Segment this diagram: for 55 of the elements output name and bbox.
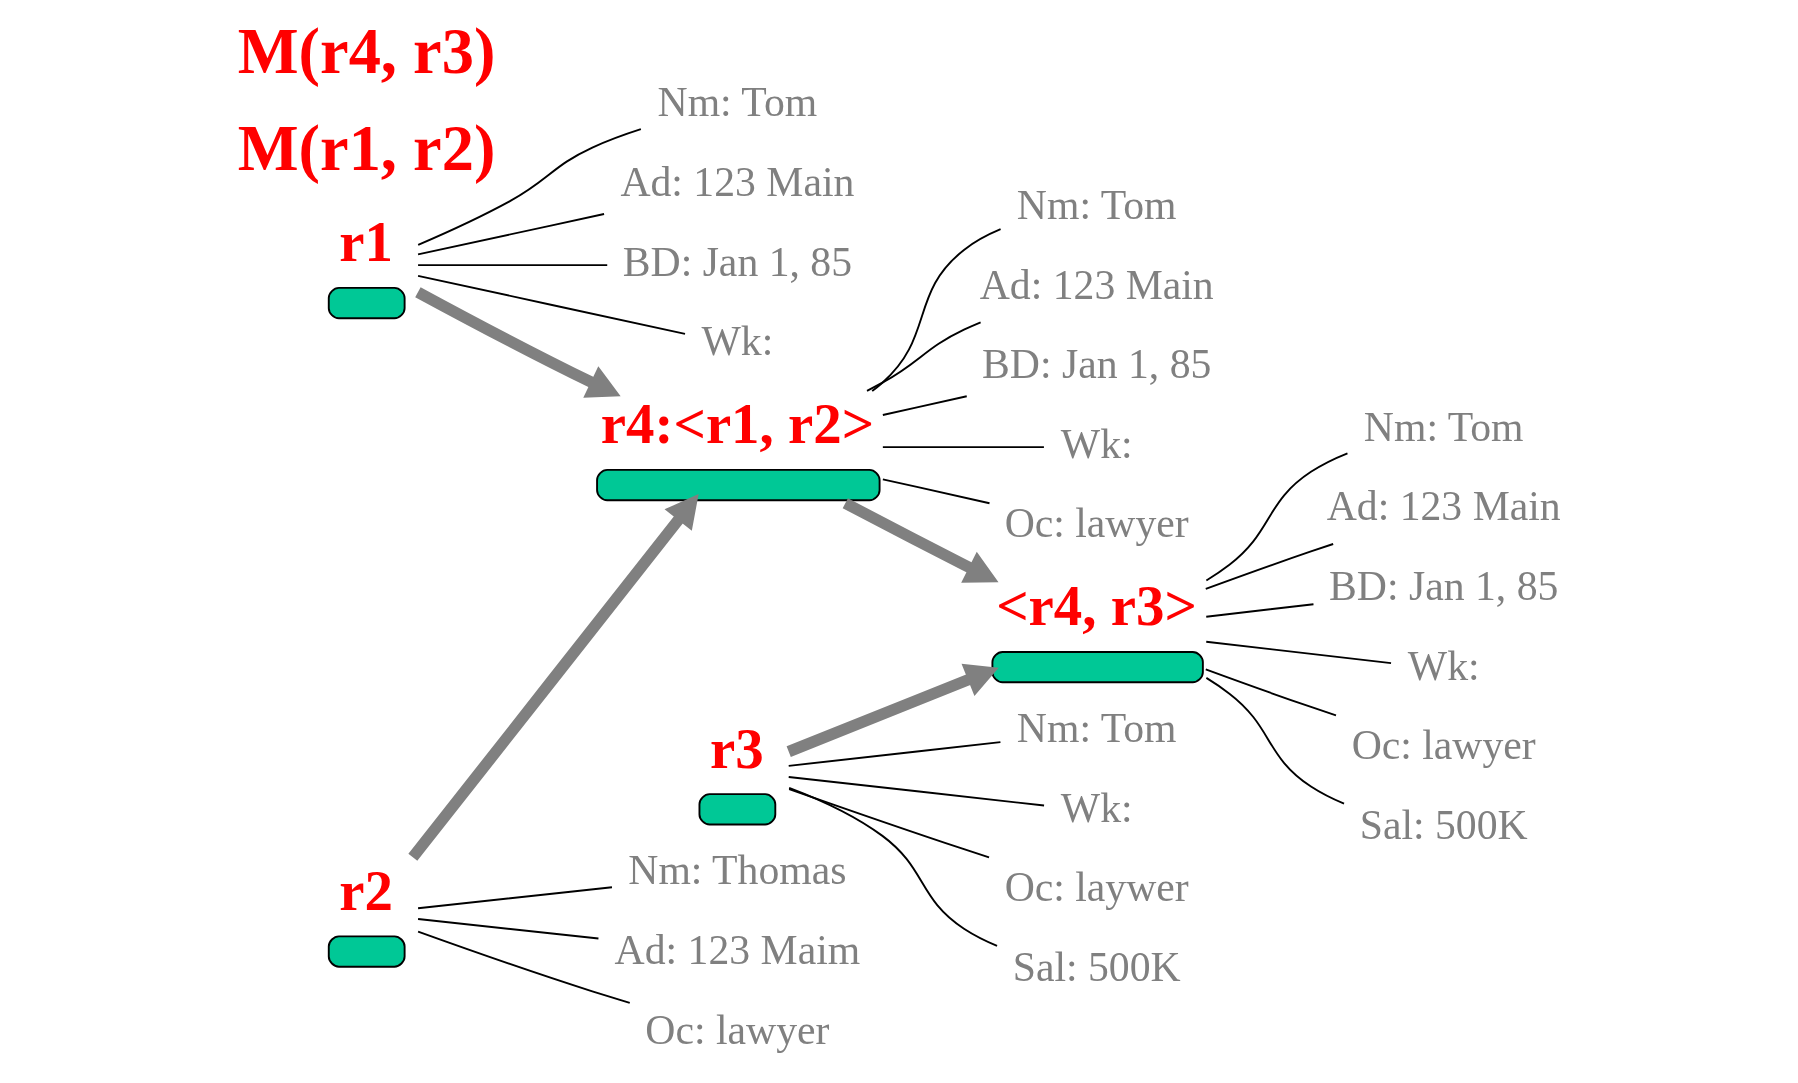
- node-text: Nm: Tom: [1016, 705, 1177, 752]
- connector: [416, 213, 605, 256]
- connector: [416, 264, 608, 267]
- node-text: Wk:: [1060, 420, 1133, 467]
- node-text: Ad: 123 Main: [979, 261, 1214, 308]
- connector: [1204, 603, 1314, 618]
- node-label: <r4, r3>: [995, 574, 1197, 638]
- connector: [1204, 668, 1337, 717]
- connector: [1204, 640, 1392, 665]
- connector: [787, 788, 990, 859]
- node-label: r3: [709, 716, 764, 780]
- node-label: r2: [338, 858, 393, 922]
- node-text: Oc: lawyer: [1351, 722, 1536, 769]
- node-text: Nm: Tom: [657, 79, 817, 126]
- node-text: Nm: Tom: [1016, 181, 1177, 228]
- connector: [416, 918, 599, 940]
- node-text: Nm: Tom: [1363, 403, 1524, 450]
- node-text: Oc: laywer: [1004, 864, 1189, 911]
- node-text: Wk:: [700, 318, 773, 365]
- node-text: Wk:: [1060, 784, 1133, 831]
- connector: [416, 930, 631, 1004]
- connector: [881, 446, 1045, 449]
- connector: [416, 128, 642, 246]
- node-text: Sal: 500K: [1359, 801, 1528, 848]
- connector: [787, 776, 1045, 807]
- node-label: r1: [338, 210, 393, 274]
- node-text: Ad: 123 Maim: [614, 927, 860, 974]
- connector: [1204, 543, 1334, 590]
- arrow: [407, 494, 699, 861]
- node-text: Ad: 123 Main: [619, 159, 854, 206]
- connector: [1204, 676, 1345, 805]
- node-text: Wk:: [1407, 642, 1480, 689]
- connector: [881, 395, 968, 416]
- connector: [1204, 452, 1348, 582]
- connector: [870, 228, 1002, 392]
- node-label: r4:<r1, r2>: [600, 392, 874, 456]
- arrow: [414, 287, 621, 398]
- node-text: Oc: lawyer: [644, 1006, 829, 1053]
- connector: [787, 741, 1001, 767]
- node-text: Oc: lawyer: [1004, 500, 1189, 547]
- label: M(r4, r3): [237, 16, 495, 88]
- node-text: Ad: 123 Main: [1326, 483, 1561, 530]
- connector: [881, 478, 990, 505]
- node-text: Sal: 500K: [1012, 944, 1181, 991]
- label: M(r1, r2): [237, 112, 495, 184]
- node-text: BD: Jan 1, 85: [1328, 563, 1558, 609]
- arrow: [786, 663, 999, 757]
- connector: [787, 786, 998, 947]
- node-text: BD: Jan 1, 85: [981, 341, 1211, 388]
- node-text: BD: Jan 1, 85: [622, 238, 852, 285]
- connector: [865, 321, 982, 392]
- node-text: Nm: Thomas: [627, 847, 846, 894]
- connector: [416, 886, 613, 910]
- arrow: [842, 498, 998, 583]
- connector: [416, 274, 686, 335]
